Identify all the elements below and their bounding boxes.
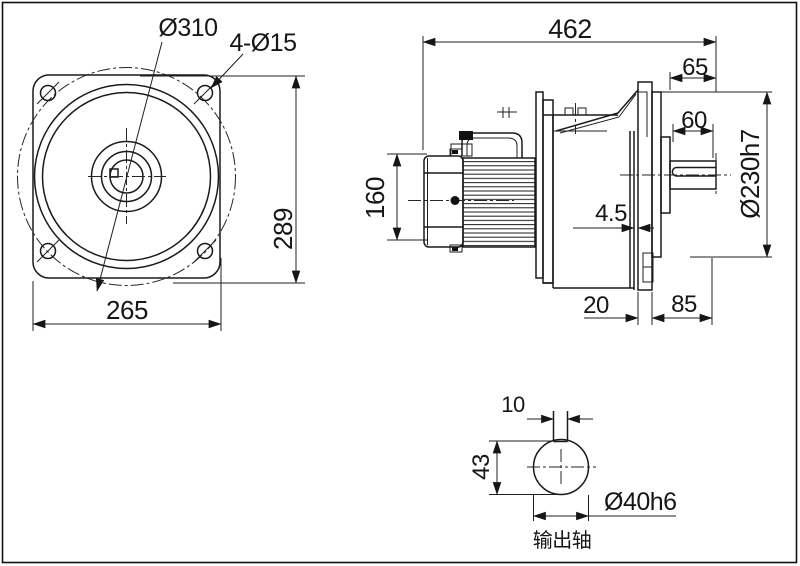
- dim-width-label: 265: [106, 295, 148, 325]
- rib-gusset: [554, 89, 639, 134]
- axis-dot: [450, 196, 460, 205]
- dim-65-label: 65: [682, 54, 708, 81]
- flange-notch-2: [642, 266, 654, 283]
- dim-height-label: 289: [268, 208, 298, 250]
- dim-key-width-label: 10: [501, 392, 525, 417]
- leader-bolt-circle: [95, 41, 163, 292]
- front-view: Ø310 4-Ø15 289 265: [17, 14, 305, 331]
- dim-230-label: Ø230h7: [735, 129, 765, 219]
- dim-shaft-dia-label: Ø40h6: [604, 488, 677, 516]
- shaft-caption: 输出轴: [533, 529, 592, 552]
- dim-key-height-label: 43: [468, 454, 495, 480]
- dim-45-label: 4.5: [595, 200, 627, 227]
- shaft-detail-view: 10 43 Ø40h6 输出轴: [468, 392, 677, 552]
- dim-20-label: 20: [583, 292, 609, 319]
- dim-holes-label: 4-Ø15: [230, 29, 297, 57]
- boss-circle-inner: [41, 91, 212, 262]
- leader-holes: [210, 53, 244, 89]
- motor-body-fins: [462, 157, 536, 248]
- flange-outline: [32, 74, 221, 279]
- conduit-cap: [459, 131, 473, 140]
- conduit-inner: [466, 137, 518, 158]
- dim-60-label: 60: [681, 107, 707, 134]
- boss-circle-outer: [33, 83, 220, 270]
- side-view: 462 65 60 160 Ø230h7 4.5 20 85: [360, 14, 772, 325]
- bolt-circle: [17, 67, 236, 286]
- cover-clamp-bottom: [449, 244, 463, 253]
- shaft-keyway-slot: [671, 166, 716, 177]
- dim-overall-label: 462: [548, 14, 592, 44]
- dim-160-label: 160: [360, 177, 390, 219]
- dim-bolt-circle-label: Ø310: [158, 14, 217, 42]
- dim-85-label: 85: [671, 291, 697, 318]
